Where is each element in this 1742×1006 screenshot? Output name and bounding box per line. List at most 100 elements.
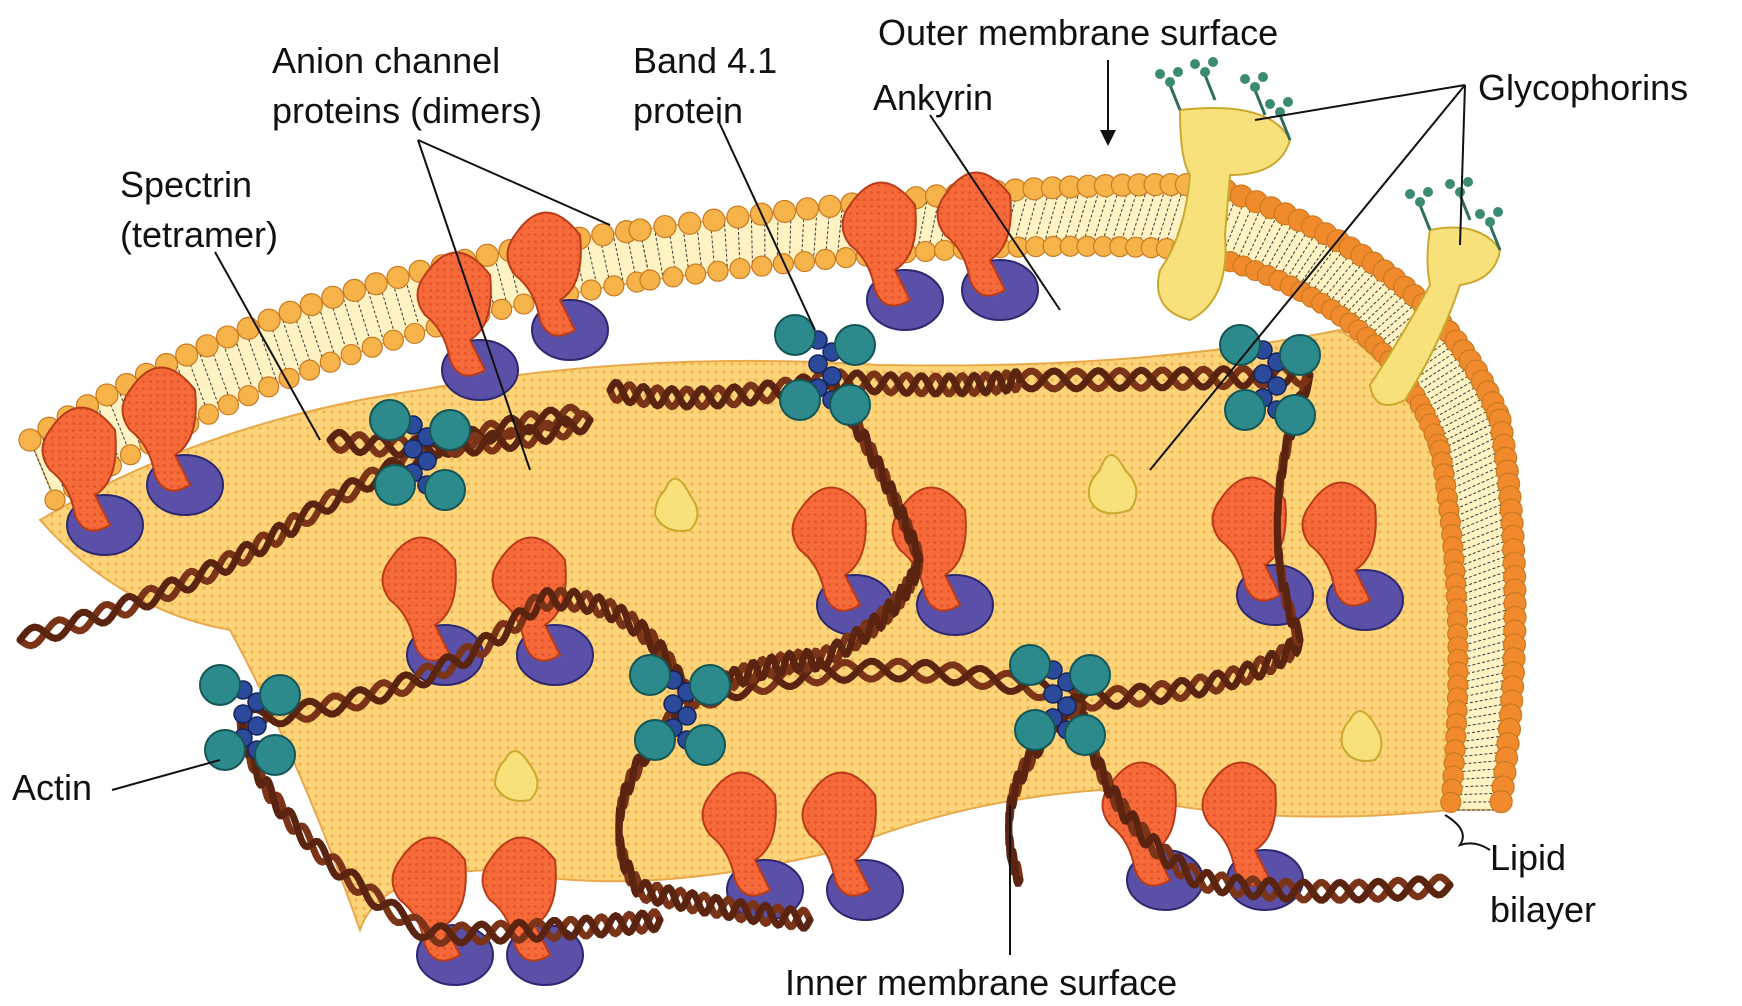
lipid-head-icon: [1441, 792, 1461, 812]
lipid-head-icon: [654, 216, 676, 238]
lipid-head-icon: [258, 309, 280, 331]
actin-sphere-icon: [205, 730, 245, 770]
label-spectrin-line1: Spectrin: [120, 164, 252, 205]
lipid-head-icon: [915, 241, 935, 261]
lipid-head-icon: [383, 330, 403, 350]
lipid-head-icon: [796, 198, 818, 220]
sugar-unit-icon: [1190, 59, 1200, 69]
label-band41-line2: protein: [633, 90, 743, 131]
lipid-head-icon: [343, 279, 365, 301]
actin-sphere-icon: [830, 385, 870, 425]
label-anion-channel-line2: proteins (dimers): [272, 90, 542, 131]
lipid-head-icon: [774, 200, 796, 222]
lipid-head-icon: [196, 335, 218, 357]
lipid-head-icon: [217, 326, 239, 348]
lipid-head-icon: [727, 206, 749, 228]
lipid-head-icon: [935, 240, 955, 260]
lipid-head-icon: [322, 286, 344, 308]
lipid-head-icon: [259, 377, 279, 397]
actin-sphere-icon: [1015, 710, 1055, 750]
sugar-chain-icon: [1420, 205, 1430, 230]
actin-sphere-icon: [375, 465, 415, 505]
lipid-head-icon: [218, 395, 238, 415]
lipid-head-icon: [341, 345, 361, 365]
lipid-head-icon: [815, 250, 835, 270]
actin-sphere-icon: [780, 380, 820, 420]
actin-sphere-icon: [200, 665, 240, 705]
sugar-unit-icon: [1283, 97, 1293, 107]
lipid-head-icon: [708, 261, 728, 281]
lipid-head-icon: [492, 299, 512, 319]
sugar-unit-icon: [1155, 69, 1165, 79]
label-glycophorins: Glycophorins: [1478, 67, 1688, 108]
lipid-head-icon: [238, 386, 258, 406]
label-inner-membrane: Inner membrane surface: [785, 962, 1177, 1003]
lipid-head-icon: [45, 490, 65, 510]
label-anion-channel-line1: Anion channel: [272, 40, 500, 81]
actin-sphere-icon: [1010, 645, 1050, 685]
actin-sphere-icon: [690, 665, 730, 705]
actin-sphere-icon: [260, 675, 300, 715]
label-spectrin-line2: (tetramer): [120, 214, 278, 255]
actin-sphere-icon: [370, 400, 410, 440]
sugar-unit-icon: [1165, 77, 1175, 87]
lipid-head-icon: [300, 360, 320, 380]
sugar-unit-icon: [1208, 57, 1218, 67]
lipid-head-icon: [120, 445, 140, 465]
lipid-head-icon: [752, 256, 772, 276]
label-ankyrin: Ankyrin: [873, 77, 993, 118]
sugar-unit-icon: [1258, 72, 1268, 82]
lipid-head-icon: [592, 224, 614, 246]
actin-sphere-icon: [635, 720, 675, 760]
actin-sphere-icon: [425, 470, 465, 510]
actin-sphere-icon: [255, 735, 295, 775]
lipid-head-icon: [387, 266, 409, 288]
lipid-head-icon: [237, 317, 259, 339]
actin-sphere-icon: [1070, 655, 1110, 695]
sugar-unit-icon: [1485, 217, 1495, 227]
sugar-chain-icon: [1170, 85, 1180, 110]
lipid-head-icon: [320, 352, 340, 372]
sugar-unit-icon: [1415, 197, 1425, 207]
actin-sphere-icon: [685, 725, 725, 765]
lipid-head-icon: [1490, 791, 1512, 813]
actin-sphere-icon: [430, 410, 470, 450]
lipid-head-icon: [176, 344, 198, 366]
lipid-head-icon: [663, 267, 683, 287]
lipid-head-icon: [686, 264, 706, 284]
label-actin: Actin: [12, 767, 92, 808]
lipid-head-icon: [514, 294, 534, 314]
lipid-head-icon: [604, 276, 624, 296]
sugar-chain-icon: [1255, 90, 1265, 115]
lipid-head-icon: [703, 209, 725, 231]
sugar-chain-icon: [1205, 75, 1215, 100]
label-outer-membrane: Outer membrane surface: [878, 12, 1278, 53]
actin-sphere-icon: [630, 655, 670, 695]
lipid-head-icon: [679, 212, 701, 234]
lipid-head-icon: [279, 301, 301, 323]
lipid-head-icon: [629, 219, 651, 241]
lipid-head-icon: [640, 270, 660, 290]
sugar-unit-icon: [1200, 67, 1210, 77]
actin-sphere-icon: [1275, 395, 1315, 435]
sugar-unit-icon: [1463, 177, 1473, 187]
lipid-head-icon: [362, 337, 382, 357]
sugar-unit-icon: [1445, 179, 1455, 189]
lipid-head-icon: [794, 252, 814, 272]
lipid-head-icon: [19, 429, 41, 451]
sugar-unit-icon: [1423, 187, 1433, 197]
sugar-unit-icon: [1250, 82, 1260, 92]
sugar-unit-icon: [1475, 209, 1485, 219]
sugar-unit-icon: [1493, 207, 1503, 217]
label-lipid-line1: Lipid: [1490, 837, 1566, 878]
lipid-head-icon: [730, 259, 750, 279]
lipid-head-icon: [300, 294, 322, 316]
sugar-unit-icon: [1455, 187, 1465, 197]
sugar-unit-icon: [1265, 99, 1275, 109]
label-lipid-line2: bilayer: [1490, 889, 1596, 930]
actin-sphere-icon: [1065, 715, 1105, 755]
lipid-head-icon: [96, 384, 118, 406]
lipid-head-icon: [365, 273, 387, 295]
lipid-head-icon: [405, 323, 425, 343]
